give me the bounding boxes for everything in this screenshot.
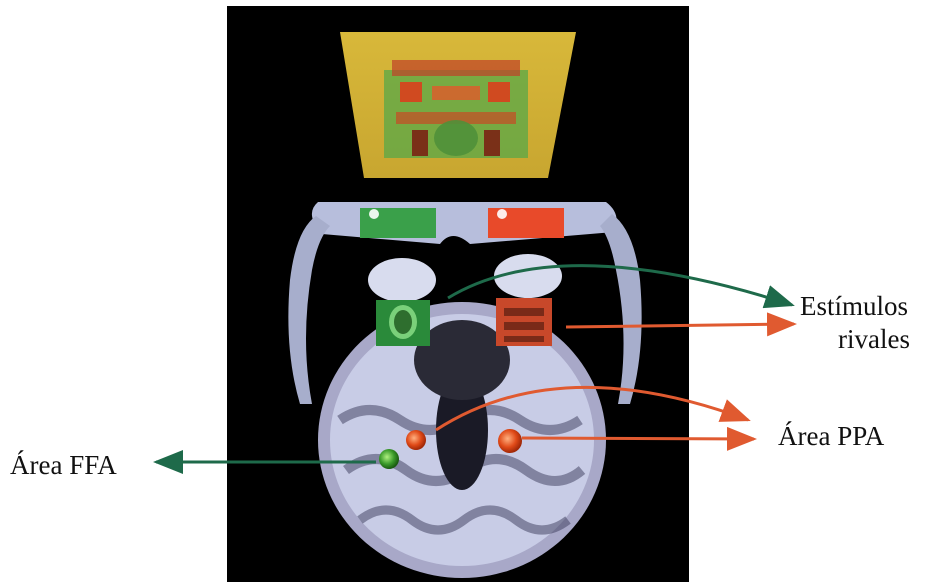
stimuli-label: Estímulos rivales [800,290,946,356]
house-image-icon [496,298,552,346]
left-eye [368,258,436,302]
ppa-marker-left [406,430,426,450]
arrow-ppa-straight [522,438,754,439]
face-image-icon [376,300,430,346]
ffa-label: Área FFA [10,449,117,482]
stimuli-label-line1: Estímulos [800,290,946,323]
ffa-marker [379,449,399,469]
ppa-marker-right [498,429,522,453]
ppa-label: Área PPA [778,420,884,453]
brain-slice [318,302,606,578]
rivalry-screen [340,32,576,178]
stimuli-label-line2: rivales [800,323,946,356]
